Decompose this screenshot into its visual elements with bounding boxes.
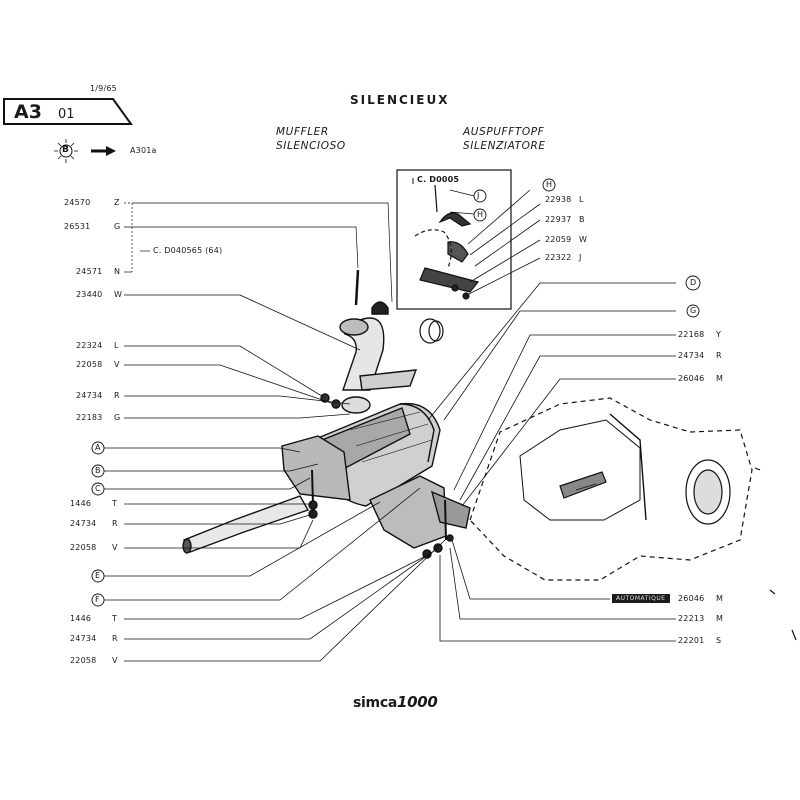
circle-ref-f: F [95, 595, 100, 604]
muffler-assembly [182, 269, 471, 559]
right-leaders [427, 282, 676, 642]
gearbox-housing [469, 397, 797, 641]
part-letter: B [579, 215, 585, 224]
part-letter: V [112, 656, 118, 665]
part-letter: W [579, 235, 588, 244]
part-number: 22058 [76, 360, 103, 369]
part-number: 22058 [70, 656, 97, 665]
name-silenziatore: SILENZIATORE [463, 140, 546, 152]
circle-ref-g: G [690, 306, 697, 315]
arrow-right-icon [91, 146, 116, 156]
circle-ref-c: C [95, 484, 101, 493]
part-number: 22937 [545, 215, 572, 224]
left-circle-markers [91, 441, 105, 607]
part-letter: W [114, 290, 123, 299]
part-letter: M [716, 614, 724, 623]
part-number: 24571 [76, 267, 103, 276]
part-number: 22322 [545, 253, 572, 262]
name-silencioso: SILENCIOSO [276, 140, 346, 152]
part-letter: Z [114, 198, 120, 207]
part-letter: T [112, 499, 118, 508]
part-number: 22324 [76, 341, 103, 350]
brand-logo: simca1000 [353, 693, 438, 711]
part-number: 23440 [76, 290, 103, 299]
automatique-badge: AUTOMATIQUE [612, 594, 670, 603]
part-letter: Y [716, 330, 722, 339]
circle-ref-d: D [690, 278, 697, 287]
part-letter: R [114, 391, 120, 400]
part-letter: N [114, 267, 121, 276]
inset-note: C. D0005 [417, 175, 460, 184]
part-letter: G [114, 222, 121, 231]
page-code-sub: 01 [58, 107, 75, 122]
part-number: 22938 [545, 195, 572, 204]
part-number: 26531 [64, 222, 91, 231]
ref-circle-label: B [62, 145, 69, 155]
inset-ref-h-top: H [546, 180, 553, 189]
page-code-tag [3, 98, 133, 125]
issue-date: 1/9/65 [90, 84, 117, 93]
brand-model: 1000 [396, 693, 438, 711]
part-letter: V [112, 543, 118, 552]
inset-box [396, 169, 512, 310]
part-number: 22201 [678, 636, 705, 645]
part-number: 22168 [678, 330, 705, 339]
part-letter: T [112, 614, 118, 623]
circle-ref-b: B [95, 466, 101, 475]
star-icon [54, 139, 78, 163]
name-auspufftopf: AUSPUFFTOPF [463, 126, 545, 138]
part-number: 24734 [76, 391, 103, 400]
left-leaders [104, 294, 446, 662]
circle-ref-a: A [95, 443, 101, 452]
part-number: 26046 [678, 594, 705, 603]
inset-clamp [414, 184, 480, 300]
part-number: 24570 [64, 198, 91, 207]
part-letter: M [716, 374, 724, 383]
part-number: 24734 [678, 351, 705, 360]
page-code: A3 [14, 101, 42, 123]
part-number: 22059 [545, 235, 572, 244]
inset-ref-h: H [477, 210, 484, 219]
part-number: 22213 [678, 614, 705, 623]
part-letter: G [114, 413, 121, 422]
part-letter: M [716, 594, 724, 603]
name-muffler: MUFFLER [276, 126, 329, 138]
part-letter: R [112, 519, 118, 528]
ref-target: A301a [130, 146, 157, 155]
brand-name: simca [353, 695, 397, 711]
left-note: C. D040565 (64) [153, 246, 223, 255]
right-circle-markers [473, 178, 701, 318]
part-number: 24734 [70, 519, 97, 528]
inset-ref-j: J [477, 191, 480, 200]
page-title: SILENCIEUX [350, 93, 450, 107]
part-number: 26046 [678, 374, 705, 383]
part-letter: V [114, 360, 120, 369]
part-number: 22058 [70, 543, 97, 552]
part-letter: L [114, 341, 119, 350]
loose-ring [419, 318, 444, 344]
part-number: 1446 [70, 499, 92, 508]
part-letter: R [716, 351, 722, 360]
part-letter: S [716, 636, 722, 645]
part-letter: L [579, 195, 584, 204]
part-number: 1446 [70, 614, 92, 623]
circle-ref-e: E [95, 571, 101, 580]
part-letter: J [579, 253, 582, 262]
part-letter: R [112, 634, 118, 643]
part-number: 24734 [70, 634, 97, 643]
part-number: 22183 [76, 413, 103, 422]
